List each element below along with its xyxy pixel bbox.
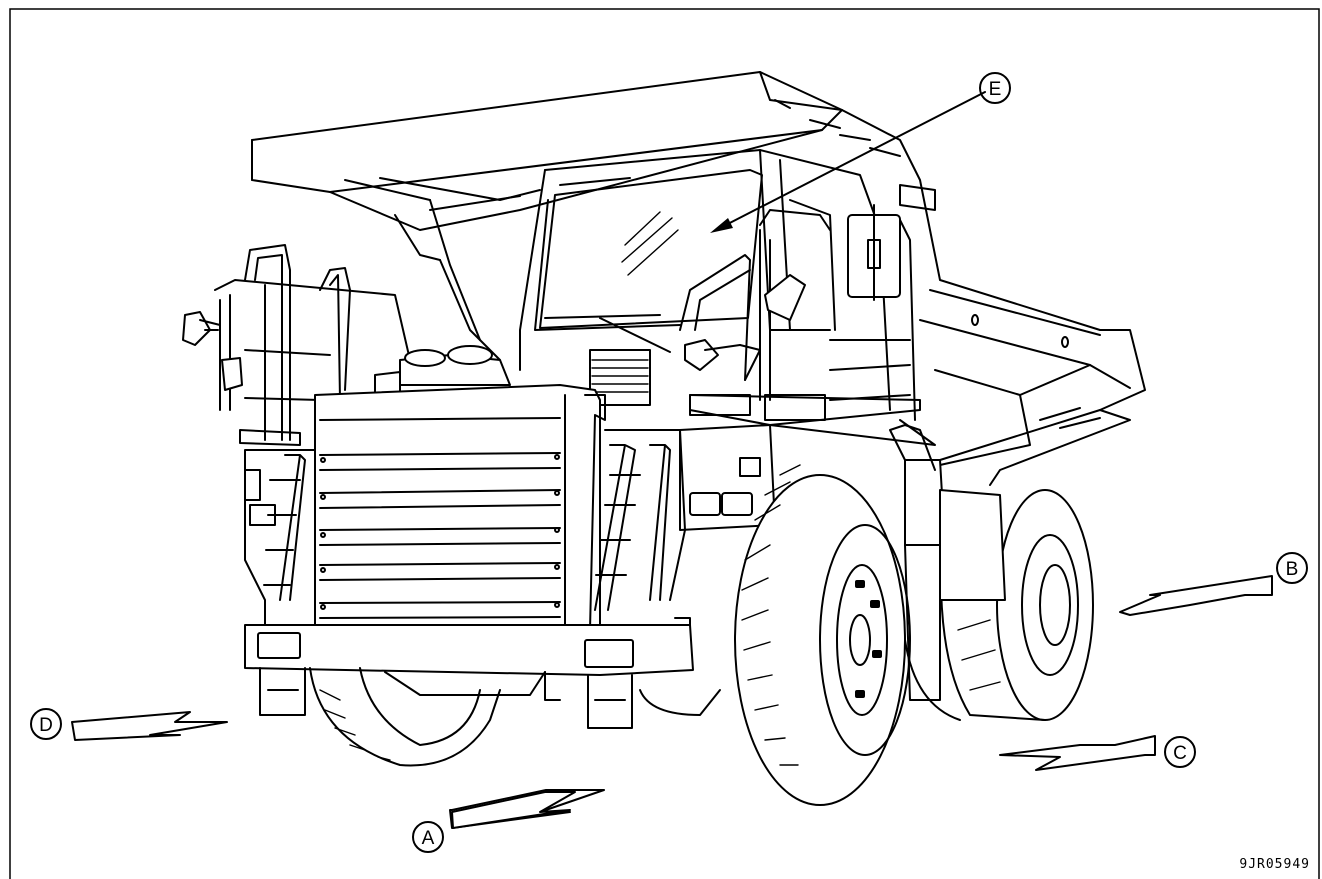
left-ladder (244, 449, 316, 631)
drawing-code: 9JR05949 (1239, 857, 1310, 872)
callout-a: A (412, 821, 444, 853)
arrow-a (449, 789, 605, 829)
callout-b: B (1276, 552, 1308, 584)
arrow-b (1119, 575, 1273, 616)
callout-d: D (30, 708, 62, 740)
left-front-tire (309, 667, 721, 767)
right-front-tire (734, 464, 911, 806)
front-grille (314, 384, 606, 636)
callout-c-label: C (1173, 743, 1187, 764)
callout-d-label: D (39, 715, 53, 736)
callout-c: C (1164, 736, 1196, 768)
callout-a-label: A (422, 828, 435, 849)
front-bumper (244, 617, 694, 729)
arrow-c (999, 735, 1156, 771)
arrow-d (71, 711, 228, 741)
callout-b-label: B (1286, 559, 1299, 580)
rear-tires (889, 424, 1094, 721)
callout-e-label: E (989, 79, 1002, 100)
right-ladder (594, 424, 776, 611)
callout-e: E (979, 72, 1011, 104)
cab (519, 149, 936, 446)
dump-body-canopy (251, 71, 1146, 486)
frame-border (9, 8, 1320, 879)
leader-e (710, 91, 986, 233)
